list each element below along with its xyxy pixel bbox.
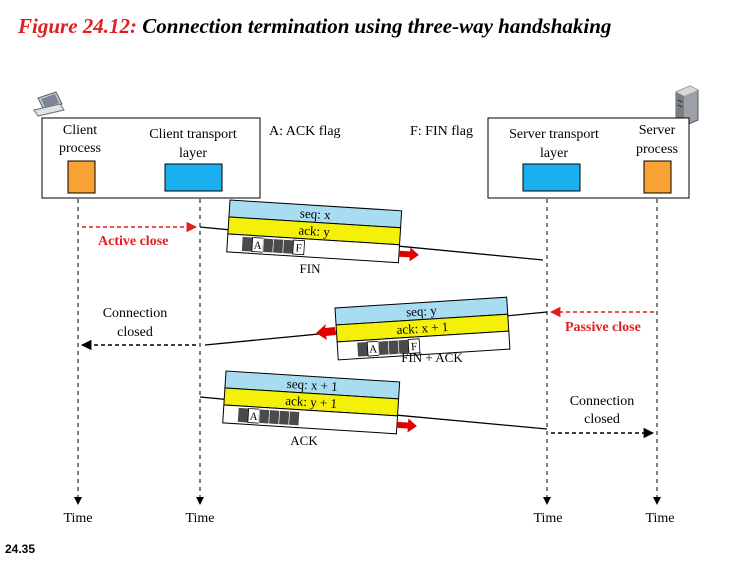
active-close-label: Active close [98, 234, 168, 249]
time-label: Time [63, 511, 92, 526]
time-arrow-head [74, 497, 82, 505]
fin-seq-label: seq: x [300, 205, 332, 222]
client-transport-block [164, 163, 223, 192]
server-process-label-1: Server [639, 123, 676, 138]
server-process-block [643, 160, 672, 194]
time-arrow-head [543, 497, 551, 505]
ack-segment: seq: x + 1 ack: y + 1 A [222, 370, 417, 435]
fin-ack-flag-f: F [411, 341, 418, 353]
client-transport-label-2: layer [179, 146, 207, 161]
client-process-label-2: process [59, 141, 101, 156]
server-process-label-2: process [636, 142, 678, 157]
ack-flag-a: A [249, 411, 258, 423]
fin-flag-a: A [253, 240, 262, 252]
time-label: Time [533, 511, 562, 526]
time-arrow-head [653, 497, 661, 505]
server-transport-label-1: Server transport [509, 127, 599, 142]
ack-seq-label: seq: x + 1 [286, 376, 338, 394]
ack-ack-label: ack: y + 1 [285, 393, 338, 411]
time-label: Time [645, 511, 674, 526]
time-arrow-head [196, 497, 204, 505]
laptop-icon [33, 91, 65, 117]
fin-ack-flag-a: A [369, 343, 378, 355]
client-closed-label-1: Connection [103, 306, 168, 321]
fin-ack-ack-label: ack: x + 1 [396, 319, 449, 337]
fin-ack-segment: seq: y ack: x + 1 A F [334, 296, 511, 361]
client-process-block [67, 160, 96, 194]
fin-flag-f: F [295, 242, 302, 254]
server-transport-label-2: layer [540, 146, 568, 161]
fin-ack-seq-label: seq: y [406, 303, 438, 320]
server-closed-label-1: Connection [570, 394, 635, 409]
slide-number: 24.35 [5, 542, 36, 556]
ack-caption: ACK [290, 433, 318, 448]
ack-flag-legend: A: ACK flag [269, 124, 341, 139]
figure-caption: Connection termination using three-way h… [137, 14, 612, 38]
client-box [41, 117, 261, 199]
fin-caption: FIN [300, 261, 322, 276]
figure-number: Figure 24.12: [18, 14, 138, 38]
client-process-label-1: Client [63, 123, 97, 138]
figure-title: Figure 24.12: Connection termination usi… [18, 14, 611, 39]
server-transport-block [522, 163, 581, 192]
time-label: Time [185, 511, 214, 526]
fin-segment: seq: x ack: y A F [226, 199, 419, 264]
fin-ack-caption: FIN + ACK [401, 350, 463, 365]
fin-ack-label: ack: y [298, 222, 331, 239]
fin-ack-direction-arrow [316, 324, 336, 340]
passive-close-label: Passive close [565, 320, 641, 335]
client-transport-label-1: Client transport [149, 127, 237, 142]
fin-flag-legend: F: FIN flag [410, 124, 473, 139]
client-closed-label-2: closed [117, 325, 153, 340]
server-closed-label-2: closed [584, 412, 620, 427]
